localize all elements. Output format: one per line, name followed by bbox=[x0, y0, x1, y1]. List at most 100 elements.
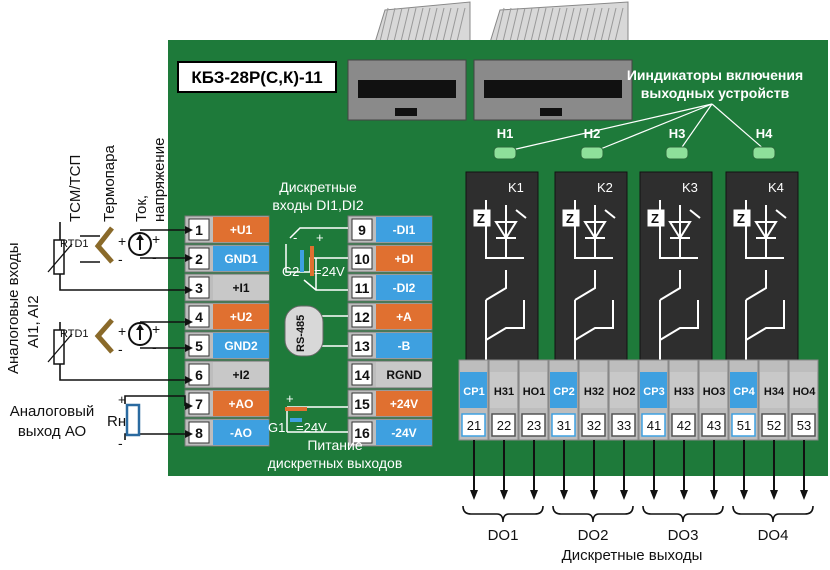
terminal-number: 2 bbox=[195, 251, 203, 267]
output-terminal-label-bg bbox=[700, 372, 727, 408]
terminal-number: 9 bbox=[358, 222, 366, 238]
terminal-number: 7 bbox=[195, 396, 203, 412]
terminal-label: +AO bbox=[228, 397, 253, 411]
terminal-number-box bbox=[351, 218, 373, 241]
output-terminal-label: CP2 bbox=[553, 386, 574, 398]
terminal: 11-DI2 bbox=[347, 273, 433, 302]
rs485-label: RS-485 bbox=[295, 315, 307, 352]
power-label-1: Питание bbox=[307, 437, 362, 453]
output-terminal-label: HO3 bbox=[703, 386, 726, 398]
indicators-caption-line1: Ииндикаторы включения bbox=[627, 67, 803, 83]
g2-plus: + bbox=[316, 230, 324, 245]
terminal: 16-24V bbox=[347, 418, 433, 447]
terminal-label-bg bbox=[376, 217, 432, 242]
tc1-minus: - bbox=[118, 251, 123, 267]
terminal-label: -AO bbox=[230, 426, 252, 440]
indicator-label: H4 bbox=[756, 126, 773, 141]
output-terminal-number: 21 bbox=[467, 418, 481, 433]
do-bracket bbox=[552, 505, 634, 523]
terminal-label-bg bbox=[213, 362, 269, 387]
cs2-minus: - bbox=[152, 339, 157, 355]
analog-output-label-1: Аналоговый bbox=[10, 403, 95, 420]
load-resistor-rn: + - Rн bbox=[107, 392, 141, 451]
relay-wire bbox=[745, 200, 784, 259]
terminal-label-bg bbox=[376, 333, 432, 358]
left-terminal-arrows bbox=[185, 226, 193, 438]
relay-z-label: Z bbox=[737, 211, 745, 226]
rs485-connector: RS-485 bbox=[284, 305, 324, 357]
g2-voltage: =24V bbox=[314, 264, 345, 279]
terminal-number: 10 bbox=[354, 251, 370, 267]
terminal-number: 8 bbox=[195, 425, 203, 441]
output-arrow-head bbox=[770, 490, 778, 500]
terminal-number: 12 bbox=[354, 309, 370, 325]
output-terminal-label: H32 bbox=[584, 386, 604, 398]
sensor-header-current: Ток, bbox=[133, 195, 150, 222]
terminal-label: +DI bbox=[394, 252, 413, 266]
output-terminal-number: 51 bbox=[737, 418, 751, 433]
output-terminal-label-bg bbox=[550, 372, 577, 408]
thermocouple-1: + - bbox=[94, 226, 126, 267]
terminal-label-bg bbox=[213, 333, 269, 358]
module-title: КБЗ-28Р(С,К)-11 bbox=[191, 68, 322, 87]
module-title-box bbox=[177, 61, 337, 93]
relay-block: K1Z bbox=[465, 171, 539, 363]
tc2-minus: - bbox=[118, 341, 123, 357]
output-terminal-label: CP4 bbox=[733, 386, 755, 398]
terminal-number: 4 bbox=[195, 309, 203, 325]
relay-contact bbox=[745, 300, 785, 341]
output-terminal-label: H31 bbox=[494, 386, 514, 398]
output-terminal-label-bg bbox=[640, 372, 667, 408]
output-terminal-label-bg bbox=[610, 372, 637, 408]
sensor-header-voltage: напряжение bbox=[151, 138, 168, 222]
terminal-label: +24V bbox=[390, 397, 418, 411]
output-terminal-number: 53 bbox=[797, 418, 811, 433]
rtd-sensor-1: RTD1 bbox=[47, 238, 89, 275]
terminal-label: -DI1 bbox=[393, 223, 416, 237]
terminal-label-bg bbox=[213, 246, 269, 271]
terminal-label-bg bbox=[213, 275, 269, 300]
output-terminal-number-box bbox=[731, 413, 756, 437]
output-arrow-head bbox=[710, 490, 718, 500]
sensor-header-tsm: ТСМ/ТСП bbox=[67, 155, 84, 222]
output-terminal-label-bg bbox=[580, 372, 607, 408]
terminal-label: -DI2 bbox=[393, 281, 416, 295]
terminal-number: 6 bbox=[195, 367, 203, 383]
relay-contact bbox=[485, 270, 507, 301]
relay-label: K1 bbox=[508, 180, 524, 195]
g2-battery-icon bbox=[300, 246, 314, 276]
output-terminal-number: 43 bbox=[707, 418, 721, 433]
output-arrow-head bbox=[620, 490, 628, 500]
output-terminal-label-bg bbox=[730, 372, 757, 408]
relay-contact bbox=[485, 300, 525, 341]
indicator-leader-lines bbox=[511, 103, 766, 151]
terminal-label: -24V bbox=[391, 426, 416, 440]
g1-plus: + bbox=[286, 391, 294, 406]
connector-left bbox=[347, 59, 467, 121]
output-terminal-label: HO2 bbox=[613, 386, 636, 398]
discrete-inputs-label-2: входы DI1,DI2 bbox=[272, 197, 364, 213]
terminal-number-box bbox=[188, 363, 210, 386]
do-bracket bbox=[642, 505, 724, 523]
terminal-number-box bbox=[351, 421, 373, 444]
terminal-label-bg bbox=[376, 362, 432, 387]
terminal-number: 15 bbox=[354, 396, 370, 412]
output-arrow-head bbox=[650, 490, 658, 500]
terminal-label: +A bbox=[396, 310, 412, 324]
output-terminal-number: 52 bbox=[767, 418, 781, 433]
terminal-label: -B bbox=[398, 339, 411, 353]
terminal-label-bg bbox=[376, 391, 432, 416]
terminal-label-bg bbox=[376, 304, 432, 329]
rtd2-label: RTD1 bbox=[60, 328, 89, 340]
terminal-label-bg bbox=[213, 304, 269, 329]
